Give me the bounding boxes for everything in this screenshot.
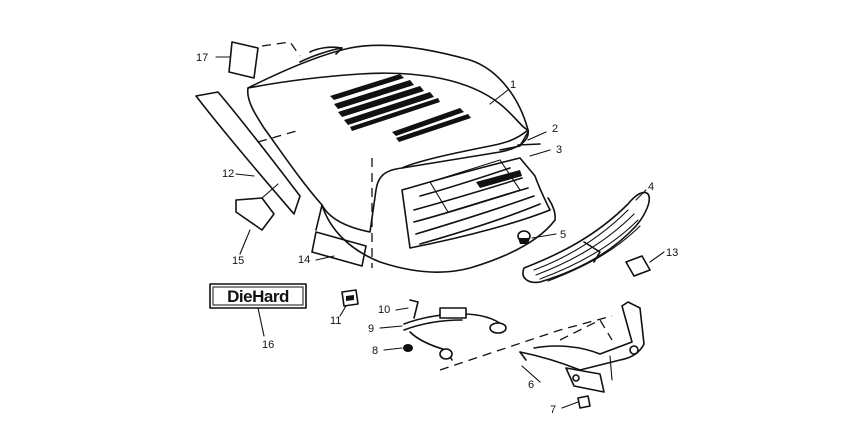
callout-7: 7	[550, 404, 556, 416]
callout-4: 4	[648, 181, 654, 193]
decal-13	[625, 255, 651, 277]
callout-5: 5	[560, 229, 566, 241]
callout-2: 2	[552, 123, 558, 135]
clip-part-11	[341, 289, 359, 307]
callout-labels: 17 1 2 3 4 5 6 7 8 9 10 11 12 13 14 15 1…	[196, 52, 678, 416]
grille-parts-2-3	[413, 131, 541, 245]
nut-part-7	[577, 395, 591, 409]
callout-12: 12	[222, 168, 234, 180]
callout-13: 13	[666, 247, 678, 259]
leader-lines	[215, 56, 665, 409]
decal-15	[235, 183, 279, 231]
grille-insert-4	[522, 191, 651, 284]
callout-14: 14	[298, 254, 310, 266]
callout-11: 11	[330, 315, 341, 327]
callout-1: 1	[510, 79, 516, 91]
bracket-part-6	[519, 301, 645, 393]
decal-12	[195, 91, 301, 215]
diehard-logo-16: DieHard	[209, 283, 307, 309]
decal-14	[311, 231, 367, 267]
callout-16: 16	[262, 339, 274, 351]
callout-3: 3	[556, 144, 562, 156]
callout-10: 10	[378, 304, 390, 316]
wire-harness	[403, 299, 613, 371]
hood-part-1	[246, 44, 556, 274]
callout-15: 15	[232, 255, 244, 267]
diehard-logo-text: DieHard	[227, 287, 289, 306]
decal-17	[228, 41, 301, 79]
callout-6: 6	[528, 379, 534, 391]
callout-9: 9	[368, 323, 374, 335]
bulb-part-5	[517, 230, 531, 244]
callout-17: 17	[196, 52, 208, 64]
callout-8: 8	[372, 345, 378, 357]
